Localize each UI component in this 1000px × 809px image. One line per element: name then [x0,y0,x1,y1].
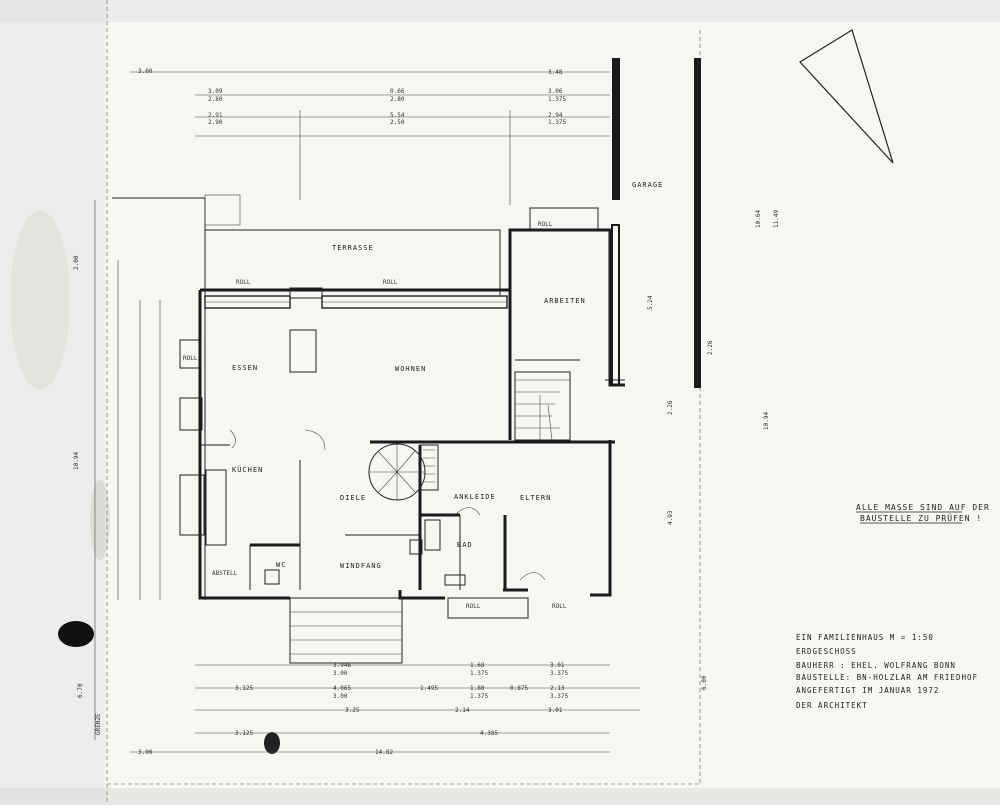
kitchen-counter [205,469,227,546]
roll-label: ROLL [466,603,481,610]
dim-text: 10.64 [755,210,762,228]
dim-text: 3.06 [548,88,563,95]
fireplace [289,329,317,373]
dim-text: 1.375 [548,119,566,126]
room-label-diele: DIELE [340,494,366,502]
dim-text: 3.00 [138,68,153,75]
dim-text: 1.375 [470,670,488,677]
dim-text: 3.00 [138,749,153,756]
ink-stain [264,732,280,754]
left-edge-shade [0,0,105,805]
room-label-eltern: ELTERN [520,494,551,502]
grenze-label: GRENZE [95,713,102,735]
dim-text: 2.26 [707,340,714,355]
title-block-line2: ERDGESCHOSS [796,647,857,656]
title-block-line6: DER ARCHITEKT [796,701,868,710]
north-arrow-icon [799,29,894,164]
bathtub [424,519,441,551]
room-label-essen: ESSEN [232,364,258,372]
dim-text: 3.01 [550,662,565,669]
room-label-wc: WC [276,561,286,569]
garage-wall-left [612,58,620,200]
dim-text: 11.49 [773,210,780,228]
site-note-line1: ALLE MASSE SIND AUF DER [856,503,990,512]
dim-text: 2.26 [667,400,674,415]
site-note-line2: BAUSTELLE ZU PRÜFEN ! [860,513,982,523]
room-label-wohnen: WOHNEN [395,365,426,373]
dim-text: 2.50 [390,119,405,126]
room-label-kuechen: KÜCHEN [232,465,263,474]
dim-text: 6.00 [701,675,708,690]
dim-text: 3.375 [550,670,568,677]
room-label-windfang: WINDFANG [340,562,382,570]
exterior-wall [198,290,290,600]
dim-text: 2.14 [455,707,470,714]
roll-label: ROLL [236,279,251,286]
room-label-arbeiten: ARBEITEN [544,297,586,305]
title-block-line3: BAUHERR : EHEL. WOLFRANG BONN [796,661,956,670]
staircase [514,371,571,441]
dim-text: 1.495 [420,685,438,692]
room-label-bad: BAD [457,541,473,549]
title-block-line4: BAUSTELLE: BN-HOLZLAR AM FRIEDHOF [796,673,978,682]
dim-text: 2.13 [550,685,565,692]
garage-wall-right [694,58,701,388]
dim-text: 2.94 [548,112,563,119]
dim-text: 1.80 [470,685,485,692]
dim-text: 2.80 [390,96,405,103]
dim-text: 3.375 [550,693,568,700]
title-block-line5: ANGEFERTIGT IM JANUAR 1972 [796,686,939,695]
dim-text: 1.68 [470,662,485,669]
dim-text: 0.875 [510,685,528,692]
dim-text: 4.93 [667,510,674,525]
dim-text: 3.01 [548,707,563,714]
dim-text: 3.48 [548,69,563,76]
dim-text: 3.00 [333,693,348,700]
dim-text: 5.24 [647,295,654,310]
dim-text: 5.54 [390,112,405,119]
dim-text: 2.80 [208,96,223,103]
roll-label: ROLL [383,279,398,286]
dim-text: 1.375 [548,96,566,103]
ink-stain [58,621,94,647]
entrance-steps [289,597,403,664]
dim-text: 4.065 [333,685,351,692]
dim-text: 3.25 [345,707,360,714]
dim-text: 0.66 [390,88,405,95]
dim-text: 3.00 [333,670,348,677]
room-label-garage: GARAGE [632,181,663,189]
roll-label: ROLL [183,355,198,362]
dim-text: 1.375 [470,693,488,700]
dim-text: 3.125 [235,730,253,737]
dim-text: 2.00 [73,255,80,270]
dim-text: 14.82 [375,749,393,756]
room-label-terrasse: TERRASSE [332,244,374,252]
dim-text: 3.125 [235,685,253,692]
dim-text: 2.90 [208,119,223,126]
room-label-abstell: ABSTELL [212,570,238,577]
dim-text: 4.385 [480,730,498,737]
title-block-line1: EIN FAMILIENHAUS M = 1:50 [796,633,934,642]
dim-text: 10.94 [763,412,770,430]
roll-label: ROLL [552,603,567,610]
dim-text: 6.70 [77,683,84,698]
dim-text: 10.94 [73,452,80,470]
roll-label: ROLL [538,221,553,228]
dim-text: 2.91 [208,112,223,119]
dim-text: 3.946 [333,662,351,669]
dim-text: 3.09 [208,88,223,95]
room-label-ankleide: ANKLEIDE [454,493,496,501]
